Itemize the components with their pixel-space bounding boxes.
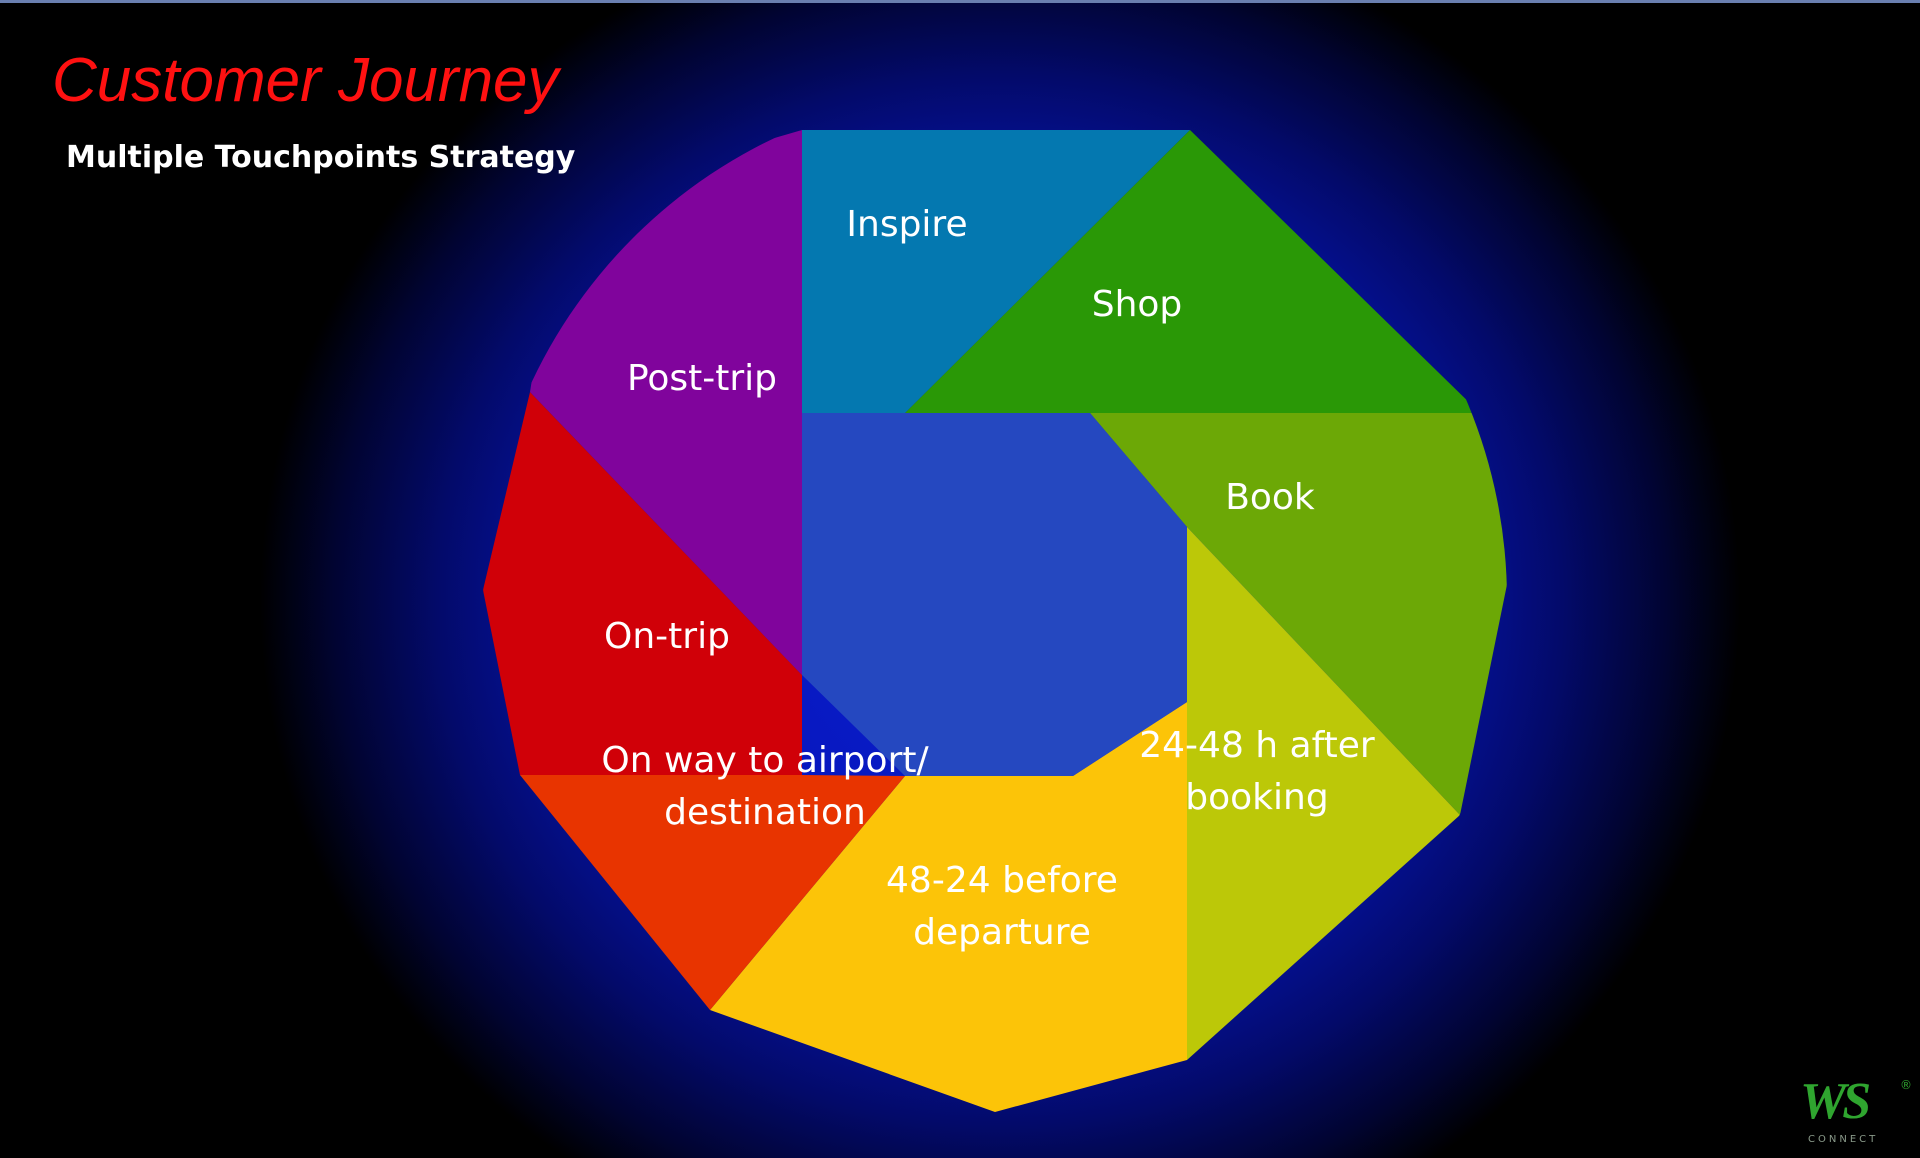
segment-inspire — [802, 130, 1190, 413]
segment-on-way — [520, 775, 905, 1010]
segment-label-on-trip: On-trip — [604, 616, 730, 657]
slide-title: Customer Journey — [52, 46, 559, 115]
segment-label-post-trip: Post-trip — [627, 358, 777, 399]
segment-on-trip — [483, 392, 802, 775]
top-border-line — [0, 0, 1920, 3]
ws-connect-logo: WS ® CONNECT — [1800, 1076, 1912, 1152]
logo-registered-mark: ® — [1900, 1078, 1912, 1092]
logo-subtext: CONNECT — [1808, 1134, 1879, 1145]
logo-mark: WS — [1800, 1073, 1871, 1130]
segment-label-shop: Shop — [1092, 284, 1183, 325]
segment-before-departure — [710, 702, 1187, 1112]
segment-label-inspire: Inspire — [846, 204, 967, 245]
segment-after-booking — [1187, 527, 1460, 1060]
wheel-center-octagon — [802, 413, 1187, 776]
slide-subtitle: Multiple Touchpoints Strategy — [66, 140, 576, 175]
segment-shop — [905, 130, 1480, 413]
segment-label-on-way: On way to airport/destination — [601, 740, 929, 833]
segment-book — [1090, 413, 1507, 815]
wheel-segments — [483, 130, 1507, 1112]
segment-label-book: Book — [1225, 477, 1315, 518]
